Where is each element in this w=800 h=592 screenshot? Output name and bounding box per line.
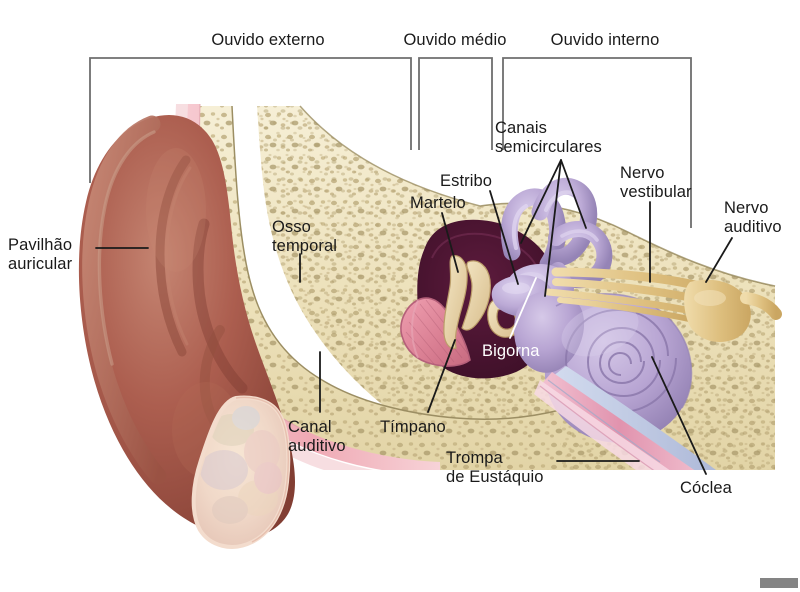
callout-label-line: auricular [8, 255, 73, 273]
callout-label-estribo: Estribo [440, 172, 492, 191]
callout-label-line: Canal [288, 418, 332, 436]
callout-label-line: temporal [272, 237, 337, 255]
section-label-medio: Ouvido médio [403, 31, 507, 49]
callout-label-line: Canais [495, 119, 547, 137]
ear-lobe-cross-section [191, 395, 291, 549]
callout-label-line: Nervo [724, 199, 769, 217]
callout-label-line: auditivo [724, 218, 782, 236]
section-label-interno: Ouvido interno [550, 31, 660, 49]
callout-label-line: Cóclea [680, 479, 732, 497]
callout-label-martelo: Martelo [410, 194, 466, 213]
callout-label-bigorna: Bigorna [482, 342, 540, 361]
callout-label-line: Osso [272, 218, 311, 236]
callout-label-line: de Eustáquio [446, 468, 544, 486]
callout-label-line: semicirculares [495, 138, 602, 156]
auditory-nerve-bundle [544, 267, 782, 342]
callout-label-line: Bigorna [482, 342, 540, 360]
callout-label-line: auditivo [288, 437, 346, 455]
callout-label-timpano: Tímpano [380, 418, 446, 437]
callout-label-line: Pavilhão [8, 236, 73, 254]
callout-label-line: Tímpano [380, 418, 446, 436]
callout-label-line: Martelo [410, 194, 466, 212]
callout-label-coclea: Cóclea [680, 479, 732, 498]
malleus-shape [443, 255, 468, 349]
callout-label-line: Nervo [620, 164, 665, 182]
callout-label-line: Trompa [446, 449, 503, 467]
corner-marker [760, 578, 798, 588]
section-label-externo: Ouvido externo [211, 31, 325, 49]
callout-label-line: Estribo [440, 172, 493, 190]
callout-label-line: vestibular [620, 183, 692, 201]
